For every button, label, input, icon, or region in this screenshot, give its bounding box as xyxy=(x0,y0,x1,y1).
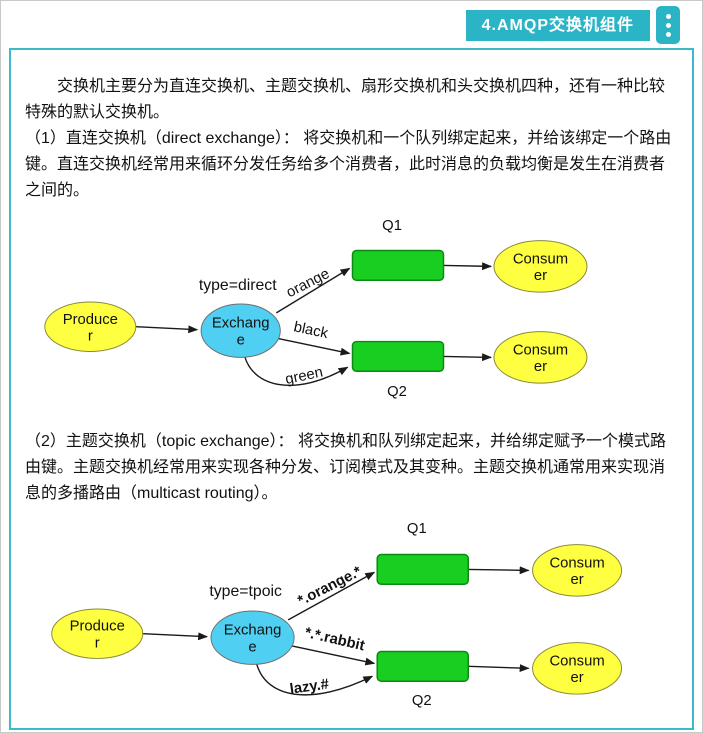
routing-key-black: black xyxy=(292,319,330,342)
direct-exchange-diagram: Produce r Exchang e Consum er Consum er … xyxy=(44,218,588,400)
page-title: 4.AMQP交换机组件 xyxy=(465,10,650,41)
producer-to-exchange-arrow xyxy=(142,632,209,641)
menu-dot-icon xyxy=(665,31,671,37)
exchange-to-q1-arrow xyxy=(287,571,376,621)
producer-to-exchange-arrow xyxy=(135,325,199,334)
exchange-label: Exchang xyxy=(212,316,270,332)
topic-exchange-diagram: Produce r Exchang e Consum er Consum er … xyxy=(51,521,623,709)
q1-to-consumer-arrow xyxy=(468,566,530,575)
consumer1-label: Consum xyxy=(549,555,604,571)
consumer2-label: Consum xyxy=(513,342,568,358)
q1-to-consumer-arrow xyxy=(443,262,492,271)
q2-to-consumer-arrow xyxy=(468,663,530,672)
exchange-to-q1-arrow xyxy=(275,267,351,314)
consumer2-label: er xyxy=(534,359,547,375)
menu-dot-icon xyxy=(665,22,671,28)
queue-q2 xyxy=(376,650,469,682)
consumer1-label: er xyxy=(534,268,547,284)
consumer2-label: er xyxy=(570,670,583,686)
topic-exchange-paragraph: （2）主题交换机（topic exchange）： 将交换机和队列绑定起来，并给… xyxy=(25,432,666,502)
exchange-type-label: type=tpoic xyxy=(209,583,282,600)
consumer2-node xyxy=(532,641,623,695)
producer-label: Produce xyxy=(70,619,125,635)
q2-label: Q2 xyxy=(412,693,432,709)
intro-paragraph: 交换机主要分为直连交换机、主题交换机、扇形交换机和头交换机四种，还有一种比较特殊… xyxy=(25,78,666,121)
consumer1-node xyxy=(532,543,623,597)
exchange-type-label: type=direct xyxy=(199,277,277,294)
queue-q1 xyxy=(351,249,445,281)
routing-key-green: green xyxy=(284,364,324,388)
producer-node xyxy=(44,301,137,352)
q2-to-consumer-arrow xyxy=(443,353,492,362)
q2-label: Q2 xyxy=(387,384,407,400)
queue-q2 xyxy=(351,340,445,372)
producer-label: r xyxy=(88,329,93,345)
consumer2-node xyxy=(493,331,588,384)
q1-label: Q1 xyxy=(382,218,402,234)
exchange-label: e xyxy=(248,639,256,655)
producer-node xyxy=(51,608,144,659)
consumer2-label: Consum xyxy=(549,653,604,669)
queue-q1 xyxy=(376,553,469,585)
consumer1-node xyxy=(493,240,588,293)
exchange-to-q2-curved-arrow xyxy=(255,663,374,696)
menu-dot-icon xyxy=(665,13,671,19)
routing-key-orange: orange xyxy=(284,266,332,301)
q1-label: Q1 xyxy=(407,521,427,537)
exchange-to-q2-arrow xyxy=(278,337,351,356)
direct-exchange-paragraph: （1）直连交换机（direct exchange）： 将交换机和一个队列绑定起来… xyxy=(25,130,672,199)
consumer1-label: er xyxy=(570,572,583,588)
exchange-label: Exchang xyxy=(224,623,282,639)
routing-key-lazy-pattern: lazy.# xyxy=(289,676,330,697)
routing-key-orange-pattern: *.orange.* xyxy=(295,563,364,609)
content-panel: 交换机主要分为直连交换机、主题交换机、扇形交换机和头交换机四种，还有一种比较特殊… xyxy=(9,48,694,730)
exchange-label: e xyxy=(237,333,245,349)
producer-label: r xyxy=(95,635,100,651)
exchange-node xyxy=(200,303,281,358)
exchange-node xyxy=(210,610,295,665)
exchange-to-q2-arrow xyxy=(290,644,376,666)
exchange-to-q2-curved-arrow xyxy=(243,356,349,387)
consumer1-label: Consum xyxy=(513,251,568,267)
producer-label: Produce xyxy=(63,312,118,328)
menu-button[interactable] xyxy=(656,6,680,44)
